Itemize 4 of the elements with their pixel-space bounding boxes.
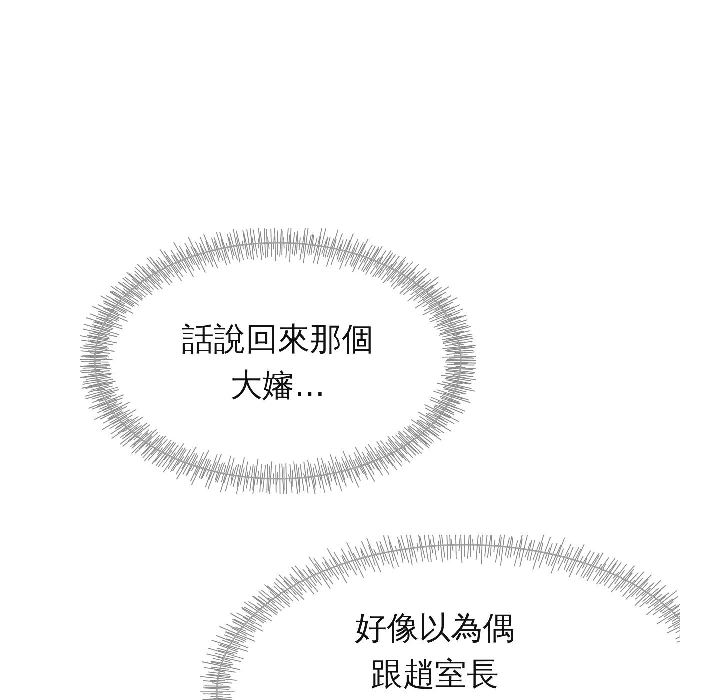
speech-bubble — [200, 535, 680, 700]
speech-bubble — [80, 228, 476, 494]
speech-text: 好像以為偶跟趙室長 — [354, 608, 516, 695]
speech-text: 話說回來那個大嬸... — [181, 319, 375, 406]
